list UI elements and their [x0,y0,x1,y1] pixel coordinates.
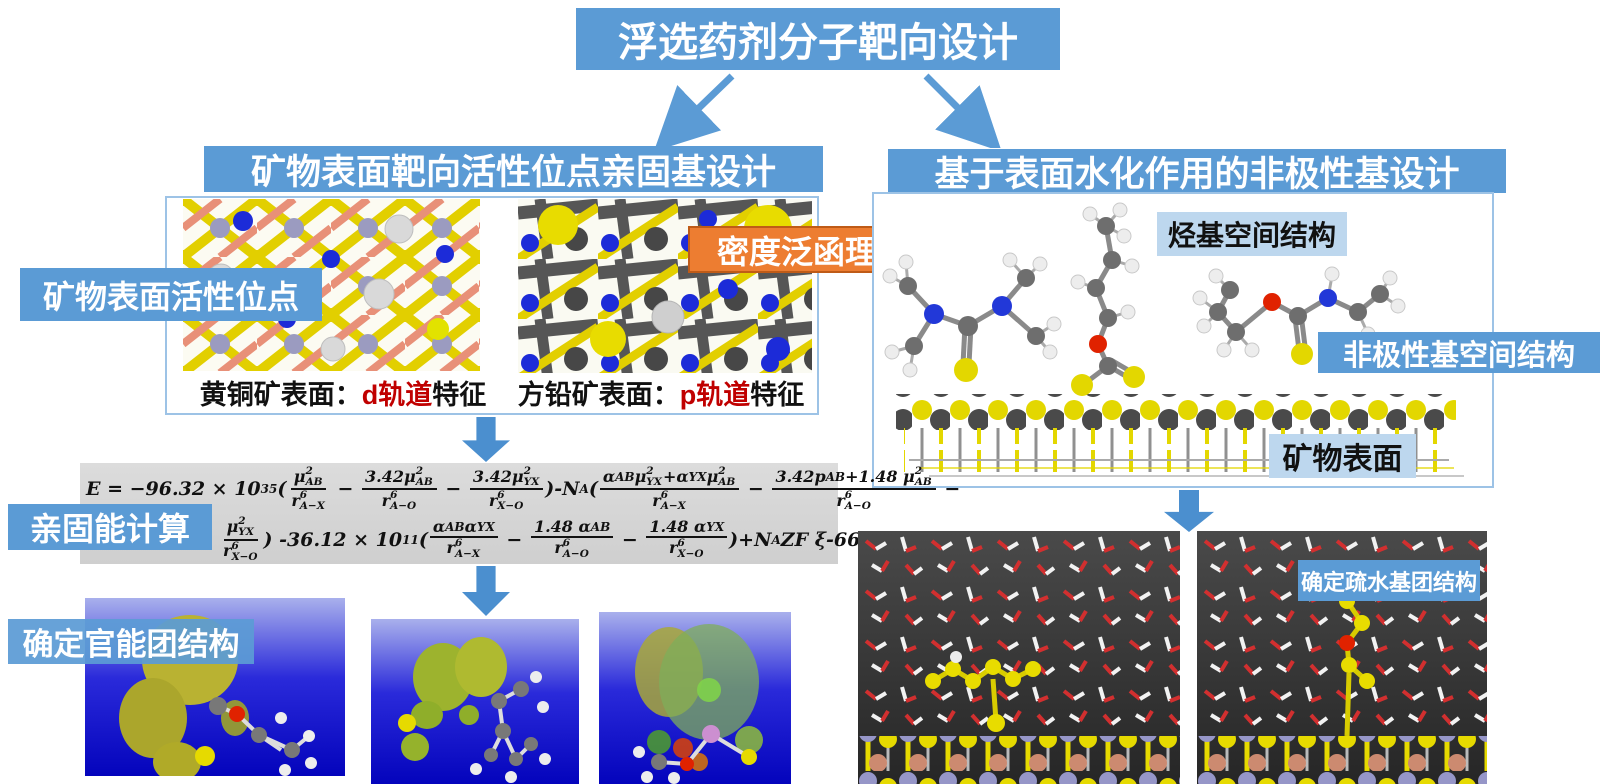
active-site-label: 矿物表面活性位点 [20,268,322,321]
md-simulation-image-1 [858,531,1180,784]
left-branch-header: 矿物表面靶向活性位点亲固基设计 [204,146,823,192]
right-branch-header-text: 基于表面水化作用的非极性基设计 [934,154,1460,194]
hydrophobic-group-label-text: 确定疏水基团结构 [1300,569,1477,595]
nonpolar-group-label-text: 非极性基空间结构 [1342,339,1575,372]
left-branch-header-text: 矿物表面靶向活性位点亲固基设计 [250,152,776,192]
hydrophobic-group-label: 确定疏水基团结构 [1298,560,1480,601]
page-title: 浮选药剂分子靶向设计 [576,8,1060,70]
caption-chalcopyrite-prefix: 黄铜矿表面： [199,379,362,410]
arrow-down-formula-icon [462,566,510,616]
caption-galena-suffix: 特征 [750,379,805,410]
functional-group-label-text: 确定官能团结构 [22,627,240,662]
functional-group-label: 确定官能团结构 [8,619,254,664]
caption-galena-prefix: 方铅矿表面： [517,379,680,410]
mineral-surface-label: 矿物表面 [1269,434,1416,478]
active-site-label-text: 矿物表面活性位点 [42,278,299,315]
caption-chalcopyrite-orbital: d轨道 [361,379,433,410]
caption-chalcopyrite-suffix: 特征 [432,379,487,410]
alkyl-structure-label-text: 烃基空间结构 [1167,220,1336,251]
orbital-image-2 [371,619,579,784]
page-title-text: 浮选药剂分子靶向设计 [618,21,1018,65]
caption-galena-orbital: p轨道 [679,379,751,410]
bonding-energy-label: 亲固能计算 [8,504,212,550]
alkyl-structure-label: 烃基空间结构 [1157,212,1347,256]
orbital-image-3 [599,612,791,784]
bonding-energy-label-text: 亲固能计算 [29,511,190,547]
mineral-surface-label-text: 矿物表面 [1282,443,1403,476]
galena-surface-image [518,199,812,373]
caption-chalcopyrite: 黄铜矿表面：d轨道特征 [186,373,500,411]
caption-galena: 方铅矿表面：p轨道特征 [505,373,817,411]
arrow-down-right-icon [1164,490,1214,532]
md-simulation-image-2 [1197,531,1487,784]
arrow-down-left-icon [462,417,510,462]
title-branch-arrows-icon [653,73,1002,148]
right-branch-header: 基于表面水化作用的非极性基设计 [888,149,1506,194]
nonpolar-group-label: 非极性基空间结构 [1318,332,1600,373]
